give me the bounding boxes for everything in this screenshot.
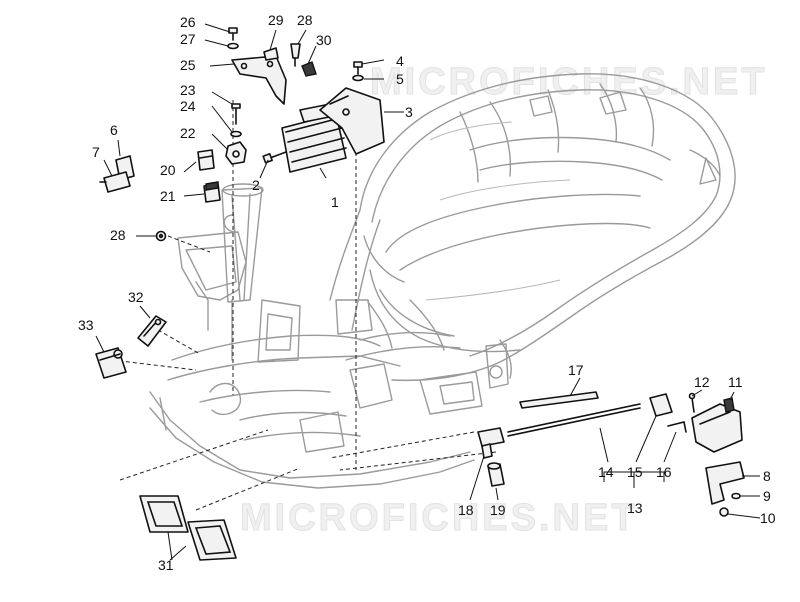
bracket-part-3: [319, 87, 385, 155]
callout-5: 5: [396, 71, 404, 87]
cable-part-14: [507, 403, 641, 437]
bracket-part-8: [705, 461, 745, 505]
screw-part-2: [262, 151, 287, 164]
callout-6: 6: [110, 122, 118, 138]
connector-part-28-top: [290, 43, 301, 67]
callout-29: 29: [268, 12, 284, 28]
reflector-part-31-b: [187, 519, 237, 561]
clip-part-30: [301, 61, 317, 77]
plate-part-25: [231, 55, 287, 105]
callout-22: 22: [180, 125, 196, 141]
callout-11: 11: [728, 374, 743, 390]
callout-20: 20: [160, 162, 176, 178]
strip-part-17: [519, 391, 599, 409]
callout-16: 16: [656, 464, 672, 480]
callout-3: 3: [405, 104, 413, 120]
callout-7: 7: [92, 144, 100, 160]
watermark-bottom: MICROFICHES.NET: [240, 497, 638, 539]
screw-part-4: [353, 61, 363, 75]
leader-lines: [95, 23, 761, 561]
callout-21: 21: [160, 188, 176, 204]
callout-31: 31: [158, 557, 174, 573]
callout-1: 1: [331, 194, 339, 210]
cap-part-15: [649, 393, 673, 417]
regulator-part-1: [281, 103, 347, 173]
clip-part-29: [263, 47, 279, 61]
screw-part-23: [231, 103, 241, 125]
clip-part-16: [667, 421, 687, 433]
callout-17: 17: [568, 362, 584, 378]
watermark-top: MICROFICHES.NET: [370, 61, 768, 103]
callout-9: 9: [763, 488, 771, 504]
callout-25: 25: [180, 57, 196, 73]
reflector-part-31-a: [139, 495, 189, 533]
washer-part-27: [227, 42, 239, 50]
boot-part-19: [487, 462, 505, 487]
screw-part-26: [228, 27, 238, 41]
callout-28-left: 28: [110, 227, 126, 243]
washer-part-9: [731, 492, 741, 500]
screw-part-12: [688, 392, 696, 413]
callout-19: 19: [490, 502, 506, 518]
callout-28-top: 28: [297, 12, 313, 28]
washer-part-24: [230, 130, 242, 138]
callout-8: 8: [763, 468, 771, 484]
alignment-lines: [111, 100, 497, 511]
buzzer-part-33: [95, 347, 127, 379]
washer-part-5: [352, 74, 364, 82]
callout-24: 24: [180, 98, 196, 114]
callout-12: 12: [694, 374, 710, 390]
callout-4: 4: [396, 53, 404, 69]
nut-part-28-left: [155, 230, 167, 242]
plug-cap-part-18: [477, 427, 505, 459]
screw-part-10: [719, 507, 729, 517]
callout-13: 13: [627, 500, 643, 516]
callout-2: 2: [252, 177, 260, 193]
callout-30: 30: [316, 32, 332, 48]
plug-part-7: [99, 171, 131, 193]
holder-part-22: [225, 141, 247, 165]
callout-32: 32: [128, 289, 144, 305]
callout-26: 26: [180, 14, 196, 30]
coil-part-11: [691, 397, 743, 453]
relay-part-20: [197, 149, 215, 171]
callout-labels: 1 2 3 4 5 6 7 8 9 10 11 12 13 14 15 16 1…: [78, 12, 776, 573]
callout-23: 23: [180, 82, 196, 98]
callout-10: 10: [760, 510, 776, 526]
callout-27: 27: [180, 31, 196, 47]
callout-18: 18: [458, 502, 474, 518]
callout-33: 33: [78, 317, 94, 333]
relay-part-21: [203, 181, 221, 203]
scooter-frame: [149, 73, 736, 489]
callout-14: 14: [598, 464, 614, 480]
callout-15: 15: [627, 464, 643, 480]
sensor-part-32: [137, 315, 167, 347]
